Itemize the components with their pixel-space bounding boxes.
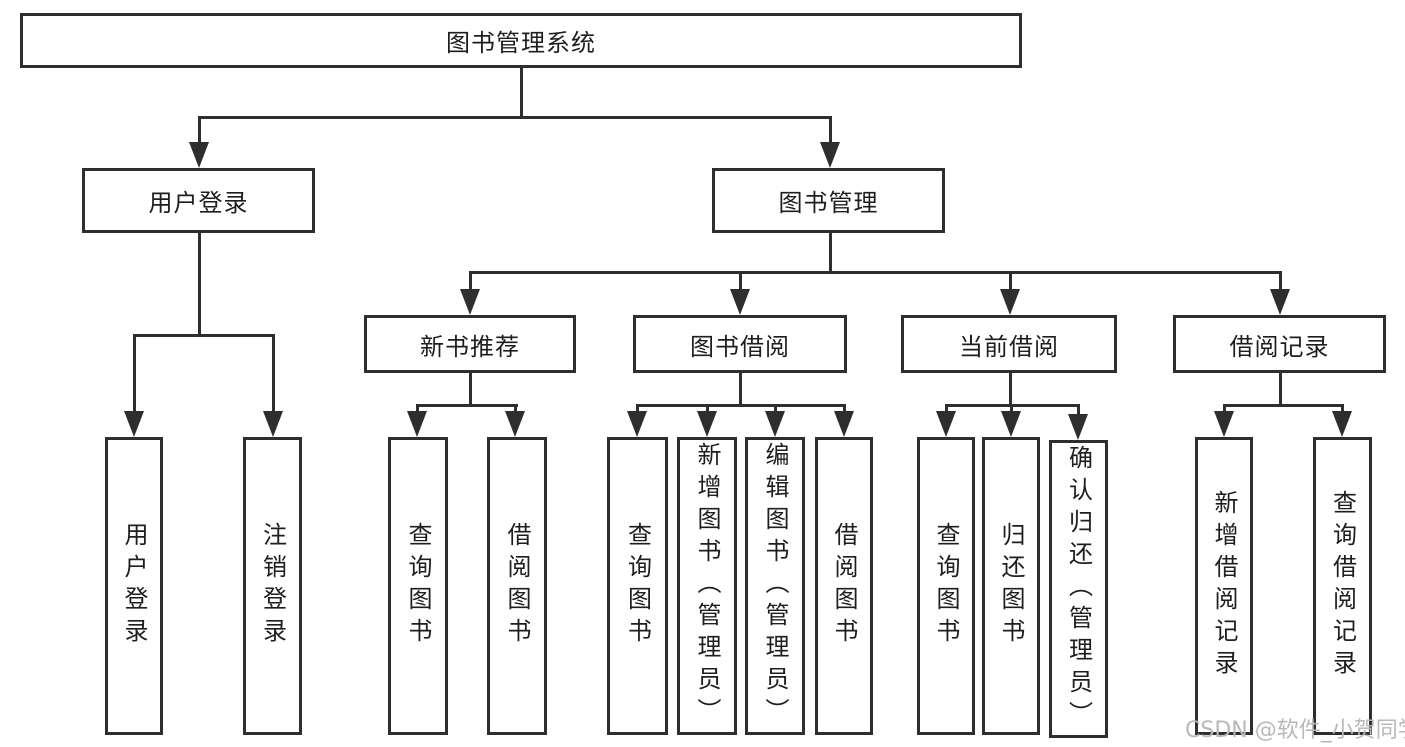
arrow-down-icon (189, 142, 209, 168)
connector-line (1077, 404, 1080, 416)
connector-line (198, 116, 201, 146)
connector-line (198, 116, 832, 119)
node-leaf-user-login: 用户登录 (105, 437, 163, 735)
node-book-borrow: 图书借阅 (633, 315, 847, 373)
connector-line (1009, 271, 1012, 293)
arrow-down-icon (1068, 414, 1088, 440)
arrow-down-icon (1001, 411, 1021, 437)
node-leaf-borrow-book-1: 借阅图书 (487, 437, 547, 735)
node-leaf-edit-book-admin: 编辑图书（管理员） (745, 437, 805, 735)
node-leaf-query-book-2: 查询图书 (607, 437, 668, 735)
connector-line (514, 404, 517, 416)
arrow-down-icon (697, 411, 717, 437)
arrow-down-icon (460, 289, 480, 315)
node-root: 图书管理系统 (20, 13, 1022, 68)
connector-line (843, 404, 846, 416)
connector-line (416, 404, 419, 416)
node-leaf-add-borrow-record: 新增借阅记录 (1195, 437, 1253, 735)
node-leaf-query-book-1: 查询图书 (388, 437, 448, 735)
connector-line (1223, 404, 1226, 416)
arrow-down-icon (1000, 289, 1020, 315)
node-leaf-query-book-3: 查询图书 (917, 437, 975, 735)
connector-line (1010, 404, 1013, 416)
arrow-down-icon (1332, 411, 1352, 437)
node-leaf-borrow-book-2: 借阅图书 (815, 437, 873, 735)
node-book-management: 图书管理 (712, 168, 945, 233)
node-user-login: 用户登录 (82, 168, 315, 233)
connector-line (829, 116, 832, 146)
connector-line (706, 404, 709, 416)
arrow-down-icon (124, 411, 144, 437)
connector-line (520, 66, 523, 118)
arrow-down-icon (1214, 411, 1234, 437)
node-leaf-query-borrow-record: 查询借阅记录 (1313, 437, 1372, 735)
arrow-down-icon (505, 411, 525, 437)
connector-line (133, 334, 136, 414)
connector-line (272, 334, 275, 414)
connector-line (739, 271, 742, 293)
arrow-down-icon (627, 411, 647, 437)
node-leaf-add-book-admin: 新增图书（管理员） (677, 437, 737, 735)
connector-line (829, 231, 832, 273)
connector-line (1341, 404, 1344, 416)
connector-line (1009, 371, 1012, 407)
arrow-down-icon (730, 289, 750, 315)
connector-line (198, 231, 201, 336)
node-leaf-return-book: 归还图书 (982, 437, 1040, 735)
connector-line (636, 404, 639, 416)
connector-line (133, 334, 274, 337)
connector-line (636, 404, 846, 407)
csdn-watermark: CSDN @软件_小贺同学 (1185, 718, 1405, 743)
node-new-book-recommend: 新书推荐 (364, 315, 576, 373)
connector-line (1279, 371, 1282, 407)
node-borrow-record: 借阅记录 (1173, 315, 1386, 373)
connector-line (416, 404, 518, 407)
arrow-down-icon (1270, 289, 1290, 315)
arrow-down-icon (936, 411, 956, 437)
connector-line (1223, 404, 1344, 407)
arrow-down-icon (263, 411, 283, 437)
node-leaf-logout: 注销登录 (243, 437, 302, 735)
connector-line (469, 271, 472, 293)
connector-line (739, 371, 742, 407)
arrow-down-icon (407, 411, 427, 437)
connector-line (469, 371, 472, 407)
connector-line (945, 404, 948, 416)
connector-line (1279, 271, 1282, 293)
connector-line (469, 271, 1281, 274)
connector-line (774, 404, 777, 416)
arrow-down-icon (820, 142, 840, 168)
arrow-down-icon (765, 411, 785, 437)
arrow-down-icon (834, 411, 854, 437)
node-current-borrow: 当前借阅 (901, 315, 1117, 373)
node-leaf-confirm-return-admin: 确认归还（管理员） (1049, 440, 1108, 738)
